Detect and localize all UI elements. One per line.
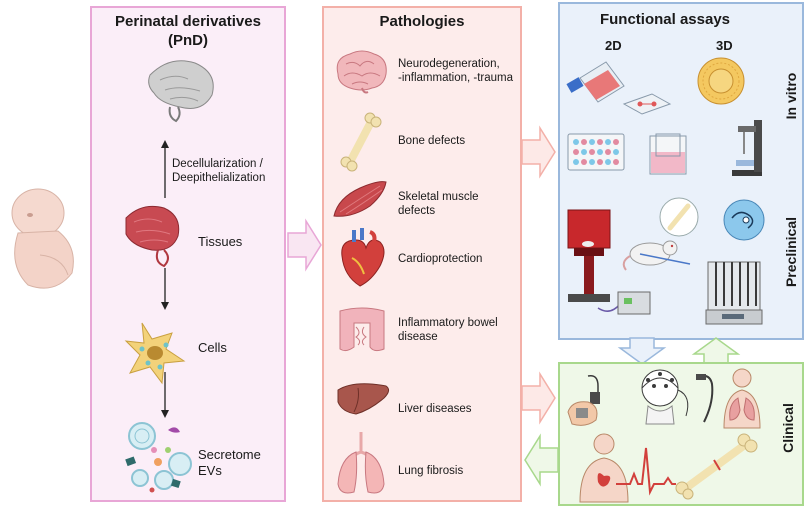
secretome-label: Secretome EVs xyxy=(198,447,261,479)
arrow-pathologies-to-functional xyxy=(521,125,556,179)
arrow-pathologies-to-clinical xyxy=(521,371,556,425)
muscle-icon xyxy=(333,181,387,217)
ecg-trace-icon xyxy=(616,447,676,496)
intestine-icon xyxy=(339,307,385,352)
bone-model-icon xyxy=(659,197,699,237)
tissue-to-cells-arrow xyxy=(161,268,169,310)
chip-slide-icon xyxy=(622,93,672,115)
label-3d: 3D xyxy=(716,38,733,53)
cells-to-secretome-arrow xyxy=(161,372,169,418)
pathology-label-5: Inflammatory bowel disease xyxy=(398,316,498,344)
decell-label: Decellularization / Deepithelialization xyxy=(172,157,265,185)
culture-flask-icon xyxy=(566,61,625,103)
pathology-5-line1: Inflammatory bowel xyxy=(398,317,498,329)
pathology-3-line2: defects xyxy=(398,205,436,217)
clinical-label: Clinical xyxy=(780,403,796,453)
arrow-pnd-to-pathologies xyxy=(287,218,322,272)
decell-arrow xyxy=(161,140,169,198)
well-plate-icon xyxy=(567,133,625,171)
pathology-1-line1: Neurodegeneration, xyxy=(398,58,500,70)
brain-icon xyxy=(336,50,387,94)
eeg-head-icon xyxy=(641,369,689,425)
secretome-evs-icon xyxy=(125,422,192,493)
organoid-sphere-icon xyxy=(697,57,745,105)
cell-icon xyxy=(124,322,186,385)
patient-heart-icon xyxy=(579,433,629,503)
pathologies-title: Pathologies xyxy=(379,13,465,30)
tissue-icon xyxy=(125,205,180,268)
liver-icon xyxy=(337,383,390,415)
perinatal-title-line2: (PnD) xyxy=(168,32,208,49)
pathology-3-line1: Skeletal muscle xyxy=(398,191,479,203)
transwell-icon xyxy=(649,133,687,175)
functional-assays-panel xyxy=(558,2,804,340)
heart-icon xyxy=(341,228,385,287)
fetus-illustration xyxy=(11,188,74,289)
behavior-apparatus-icon xyxy=(567,209,611,302)
pathology-label-1: Neurodegeneration, -inflammation, -traum… xyxy=(398,57,513,85)
perinatal-title-line1: Perinatal derivatives xyxy=(115,13,261,30)
secretome-label-line1: Secretome xyxy=(198,447,261,462)
secretome-label-line2: EVs xyxy=(198,463,222,478)
bone-icon xyxy=(340,112,382,172)
endoscope-icon xyxy=(696,374,714,423)
tissues-label: Tissues xyxy=(198,234,243,249)
functional-title: Functional assays xyxy=(599,11,731,28)
stimulator-device-icon xyxy=(597,291,651,315)
label-2d: 2D xyxy=(605,38,622,53)
decell-label-line2: Deepithelialization xyxy=(172,172,266,184)
lungs-icon xyxy=(337,432,385,494)
pathology-label-2: Bone defects xyxy=(398,135,466,147)
pathology-label-7: Lung fibrosis xyxy=(398,465,464,477)
patient-lungs-icon xyxy=(723,368,761,429)
mouse-icon xyxy=(622,240,691,271)
bioprinter-icon xyxy=(732,120,762,176)
electrode-model-icon xyxy=(723,199,765,241)
bone-fracture-icon xyxy=(675,433,758,500)
pathology-5-line2: disease xyxy=(398,331,438,343)
pathology-label-6: Liver diseases xyxy=(398,403,472,415)
decell-label-line1: Decellularization / xyxy=(172,158,263,170)
pathology-1-line2: -inflammation, -trauma xyxy=(398,72,514,84)
preclinical-label: Preclinical xyxy=(783,216,799,288)
in-vitro-label: In vitro xyxy=(783,72,799,120)
perinatal-title: Perinatal derivatives (PnD) xyxy=(92,12,284,50)
cells-label: Cells xyxy=(198,340,227,355)
arrow-clinical-to-pathologies xyxy=(524,433,559,487)
decellularized-tissue-icon xyxy=(148,60,214,123)
pathology-label-4: Cardioprotection xyxy=(398,253,483,265)
organ-bath-icon xyxy=(705,261,763,325)
grip-dynamometer-icon xyxy=(567,374,600,426)
pathology-label-3: Skeletal muscle defects xyxy=(398,190,479,218)
